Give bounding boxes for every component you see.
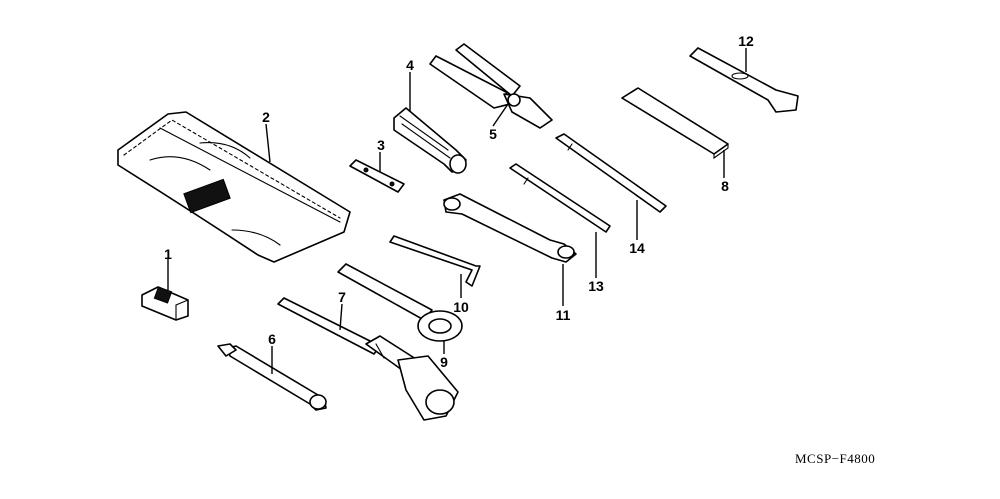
callout-10: 10 [453, 299, 469, 315]
pin-wrench-illustration [349, 159, 405, 193]
extension-rod-illustration [555, 133, 667, 213]
callout-8: 8 [721, 178, 729, 194]
box-wrench-illustration [337, 263, 463, 342]
callout-2: 2 [262, 109, 270, 125]
pliers-illustration [429, 43, 553, 129]
callout-13: 13 [588, 278, 604, 294]
callout-11: 11 [556, 307, 571, 323]
callout-numbers: 1 2 3 4 5 6 7 8 9 10 11 12 13 14 [164, 33, 754, 370]
flat-bar-illustration [621, 87, 729, 160]
callout-5: 5 [489, 126, 497, 142]
clip-illustration [141, 286, 189, 321]
diagram-code-label: MCSP−F4800 [795, 451, 875, 466]
callout-14: 14 [629, 240, 645, 256]
callout-12: 12 [738, 33, 754, 49]
screwdriver-illustration [217, 343, 327, 411]
tool-bag-illustration [117, 111, 351, 263]
open-wrench-illustration [689, 47, 799, 113]
leader-lines [167, 48, 747, 374]
callout-4: 4 [406, 57, 414, 73]
callout-7: 7 [338, 289, 346, 305]
callout-3: 3 [377, 137, 385, 153]
callout-1: 1 [164, 246, 172, 262]
plug-wrench-illustration [277, 297, 459, 421]
callout-6: 6 [268, 331, 276, 347]
combination-wrench-illustration [443, 193, 577, 263]
extension-bar-illustration [509, 163, 611, 233]
hex-key-illustration [389, 235, 481, 287]
driver-handle-illustration [393, 107, 467, 174]
callout-9: 9 [440, 354, 448, 370]
